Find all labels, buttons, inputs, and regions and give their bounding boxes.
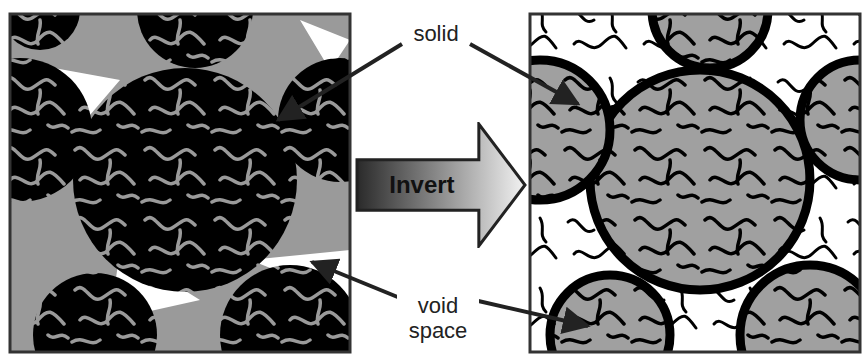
void-space-label: void space (397, 292, 479, 345)
invert-block-arrow: Invert (355, 122, 527, 248)
arrow-label: Invert (389, 171, 454, 199)
solid-label: solid (410, 20, 461, 47)
